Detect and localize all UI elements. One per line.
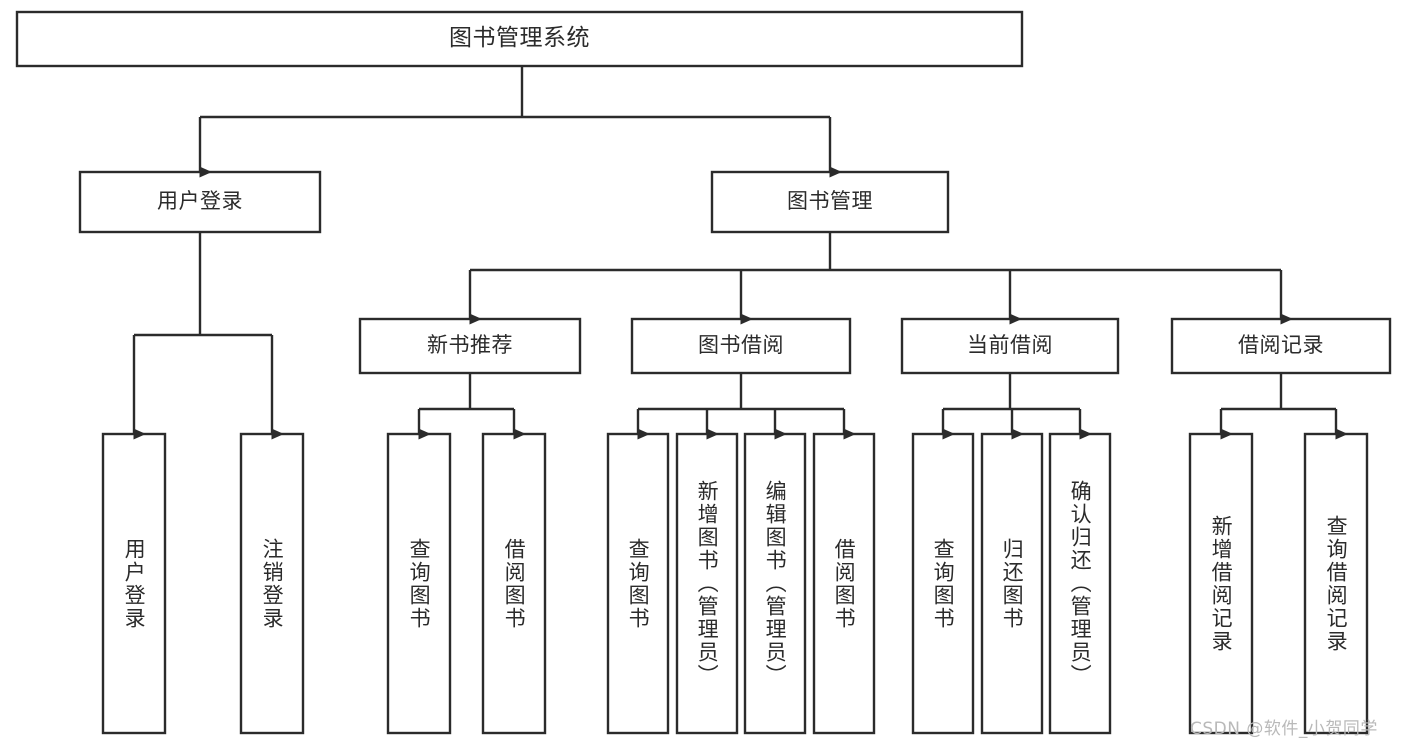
node-box-leaf-borrow-book[interactable] bbox=[812, 432, 876, 735]
node-box-leaf-logout[interactable] bbox=[239, 432, 305, 735]
node-box-leaf-query-book-current[interactable] bbox=[911, 432, 975, 735]
connector-book-management-bus bbox=[468, 232, 1293, 325]
node-box-leaf-query-book-recommend[interactable] bbox=[386, 432, 452, 735]
node-box-leaf-user-login[interactable] bbox=[101, 432, 167, 735]
node-box-book-management[interactable] bbox=[710, 170, 950, 234]
connector-user-login-bus bbox=[132, 232, 284, 440]
node-box-leaf-add-borrow-record[interactable] bbox=[1188, 432, 1254, 735]
node-box-book-borrow[interactable] bbox=[630, 317, 852, 375]
node-box-leaf-confirm-return-admin[interactable] bbox=[1048, 432, 1112, 735]
node-box-root[interactable] bbox=[15, 10, 1024, 68]
node-box-leaf-add-book-admin[interactable] bbox=[675, 432, 739, 735]
node-box-user-login[interactable] bbox=[78, 170, 322, 234]
node-box-leaf-return-book[interactable] bbox=[980, 432, 1044, 735]
node-box-leaf-borrow-book-recommend[interactable] bbox=[481, 432, 547, 735]
connector-root-bus bbox=[198, 66, 842, 178]
connector-borrow-bus bbox=[636, 373, 856, 440]
node-box-leaf-edit-book-admin[interactable] bbox=[743, 432, 807, 735]
node-box-current-borrow[interactable] bbox=[900, 317, 1120, 375]
node-box-leaf-query-book-borrow[interactable] bbox=[606, 432, 670, 735]
connector-records-bus bbox=[1219, 373, 1348, 440]
node-box-borrow-records[interactable] bbox=[1170, 317, 1392, 375]
connector-recommend-bus bbox=[417, 373, 526, 440]
connector-current-bus bbox=[941, 373, 1092, 440]
node-box-leaf-query-borrow-record[interactable] bbox=[1303, 432, 1369, 735]
node-box-new-book-recommend[interactable] bbox=[358, 317, 582, 375]
